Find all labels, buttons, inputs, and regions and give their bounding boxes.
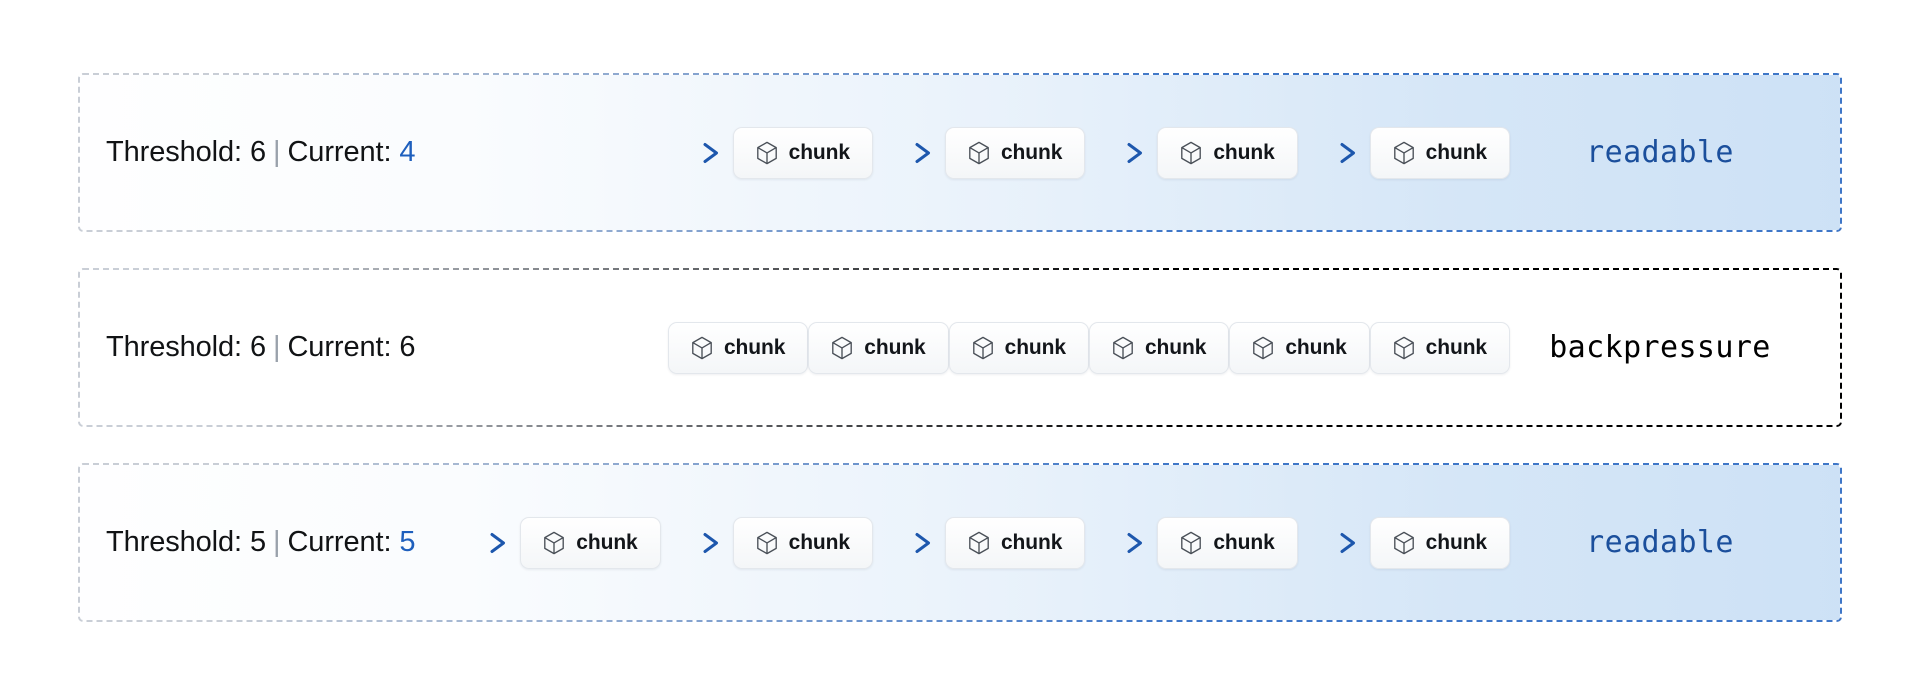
chunk-label: chunk [1000, 530, 1063, 554]
arrow-right-icon [882, 142, 930, 163]
cube-icon [1181, 141, 1202, 164]
stream-state-label: readable [1586, 525, 1734, 560]
cube-icon [832, 336, 853, 359]
threshold-label: Threshold: [106, 526, 243, 558]
meter-separator: | [273, 136, 281, 168]
current-label: Current: [287, 526, 392, 558]
chunk-badge[interactable]: chunk [808, 321, 949, 374]
threshold-meter-label: Threshold: 5|Current: 5 [106, 526, 416, 559]
chunk-badge[interactable]: chunk [1369, 126, 1510, 179]
threshold-meter-label: Threshold: 6|Current: 6 [106, 331, 416, 364]
arrow-right-icon [1095, 142, 1143, 163]
chunk-badge[interactable]: chunk [944, 126, 1086, 179]
chunk-label: chunk [1213, 530, 1275, 554]
cube-icon [969, 531, 989, 554]
arrow-right-icon [882, 532, 930, 553]
current-value: 6 [399, 331, 416, 363]
chunk-badge[interactable]: chunk [948, 321, 1089, 374]
cube-icon [756, 141, 777, 164]
cube-icon [1393, 336, 1414, 359]
chunk-label: chunk [1425, 335, 1487, 359]
current-value: 4 [399, 136, 416, 168]
arrow-right-icon [458, 532, 506, 553]
chunk-badge[interactable]: chunk [667, 321, 809, 374]
current-value: 5 [399, 526, 416, 558]
chunk-label: chunk [1144, 335, 1207, 359]
arrow-right-icon [1095, 532, 1143, 553]
current-label: Current: [287, 331, 392, 363]
chunk-badge[interactable]: chunk [944, 516, 1086, 569]
arrow-right-icon [670, 142, 718, 163]
chunk-label: chunk [864, 335, 926, 359]
arrow-right-icon [670, 532, 718, 553]
chunk-badge[interactable]: chunk [1369, 516, 1510, 569]
chunk-badge[interactable]: chunk [1369, 321, 1510, 374]
meter-separator: | [273, 526, 281, 558]
chunk-badge[interactable]: chunk [732, 126, 873, 179]
chunk-pipeline: chunk chunk chunk chunk [415, 126, 1510, 179]
chunk-badge[interactable]: chunk [1229, 321, 1370, 374]
chunk-badge[interactable]: chunk [732, 516, 873, 569]
chunk-badge[interactable]: chunk [1157, 126, 1298, 179]
threshold-label: Threshold: [106, 136, 243, 168]
cube-icon [1181, 531, 1202, 554]
chunk-label: chunk [788, 530, 850, 554]
cube-icon [544, 531, 565, 554]
chunk-label: chunk [1425, 530, 1487, 554]
arrow-right-icon [1307, 532, 1355, 553]
cube-icon [972, 336, 993, 359]
cube-icon [1113, 336, 1133, 359]
stream-state-label: readable [1586, 135, 1734, 170]
cube-icon [969, 141, 989, 164]
chunk-label: chunk [1425, 140, 1487, 164]
cube-icon [1393, 141, 1414, 164]
chunk-label: chunk [788, 140, 850, 164]
chunk-label: chunk [576, 530, 638, 554]
chunk-badge[interactable]: chunk [1088, 321, 1230, 374]
stream-state-label: backpressure [1549, 330, 1771, 365]
chunk-pipeline: chunk chunk chunk chunk chunk [415, 516, 1510, 569]
chunk-label: chunk [1004, 335, 1066, 359]
cube-icon [1393, 531, 1414, 554]
chunk-label: chunk [723, 335, 786, 359]
current-label: Current: [287, 136, 392, 168]
threshold-value: 6 [249, 136, 267, 168]
chunk-label: chunk [1213, 140, 1275, 164]
threshold-value: 5 [249, 526, 267, 558]
arrow-right-icon [1307, 142, 1355, 163]
threshold-value: 6 [249, 331, 267, 363]
chunk-label: chunk [1000, 140, 1063, 164]
threshold-label: Threshold: [106, 331, 243, 363]
chunk-pipeline: chunk chunk chunk chunk chunk chunk [415, 321, 1510, 374]
threshold-meter-label: Threshold: 6|Current: 4 [106, 136, 416, 169]
cube-icon [1253, 336, 1274, 359]
chunk-label: chunk [1285, 335, 1347, 359]
cube-icon [756, 531, 777, 554]
chunk-badge[interactable]: chunk [1157, 516, 1298, 569]
cube-icon [692, 336, 712, 359]
meter-separator: | [273, 331, 281, 363]
chunk-badge[interactable]: chunk [520, 516, 661, 569]
